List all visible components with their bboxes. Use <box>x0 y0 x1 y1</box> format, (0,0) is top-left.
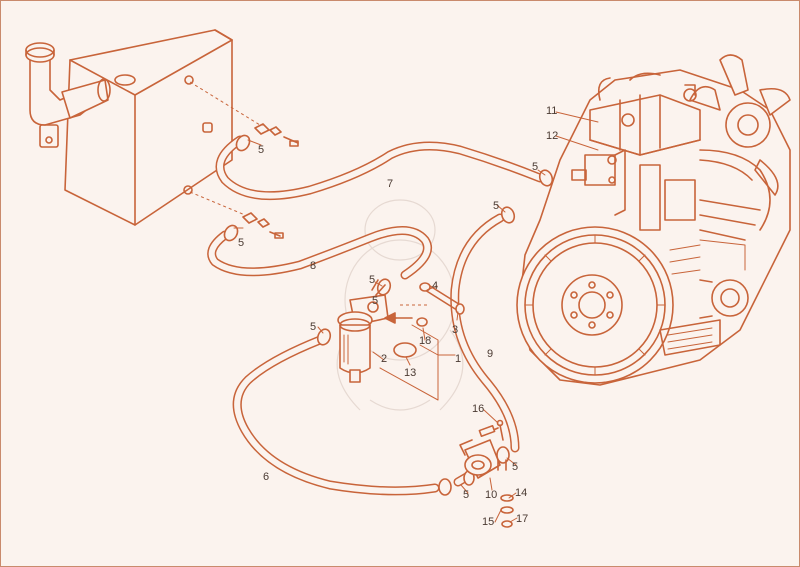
callout-5e: 5 <box>369 274 375 286</box>
hose-clamps <box>223 134 554 496</box>
callout-5i: 5 <box>372 295 378 307</box>
bolt <box>419 282 465 315</box>
callout-3: 3 <box>452 324 458 336</box>
callout-4: 4 <box>432 280 438 292</box>
callout-17: 17 <box>516 513 528 525</box>
callout-11: 11 <box>546 105 557 117</box>
callout-5h: 5 <box>512 461 518 473</box>
callout-18: 18 <box>419 335 431 347</box>
callout-7: 7 <box>387 178 393 190</box>
engine <box>516 54 791 386</box>
callout-1: 1 <box>455 353 461 365</box>
callout-12: 12 <box>546 130 558 142</box>
callout-5g: 5 <box>463 489 469 501</box>
leader-lines <box>233 111 599 523</box>
hose-6 <box>232 335 440 496</box>
tank-fittings <box>189 81 299 239</box>
callout-14: 14 <box>515 487 527 499</box>
callout-13: 13 <box>404 367 416 379</box>
callout-10: 10 <box>485 489 497 501</box>
callout-6: 6 <box>263 471 269 483</box>
callout-8: 8 <box>310 260 316 272</box>
callout-15: 15 <box>482 516 494 528</box>
hose-7 <box>215 135 545 201</box>
callout-5f: 5 <box>310 321 316 333</box>
callout-9: 9 <box>487 348 493 360</box>
fuel-pump <box>459 419 514 528</box>
callout-5d: 5 <box>493 200 499 212</box>
hose-8 <box>207 226 432 280</box>
hose-9 <box>450 213 520 453</box>
callout-16: 16 <box>472 403 484 415</box>
callout-5b: 5 <box>238 237 244 249</box>
fuel-tank <box>25 29 233 226</box>
callout-2: 2 <box>381 353 387 365</box>
callout-5a: 5 <box>258 144 264 156</box>
fuel-filter <box>337 279 439 401</box>
callout-5c: 5 <box>532 161 538 173</box>
callouts: 1 2 3 4 5 5 5 5 5 5 5 5 5 6 7 8 9 10 11 … <box>238 105 558 528</box>
